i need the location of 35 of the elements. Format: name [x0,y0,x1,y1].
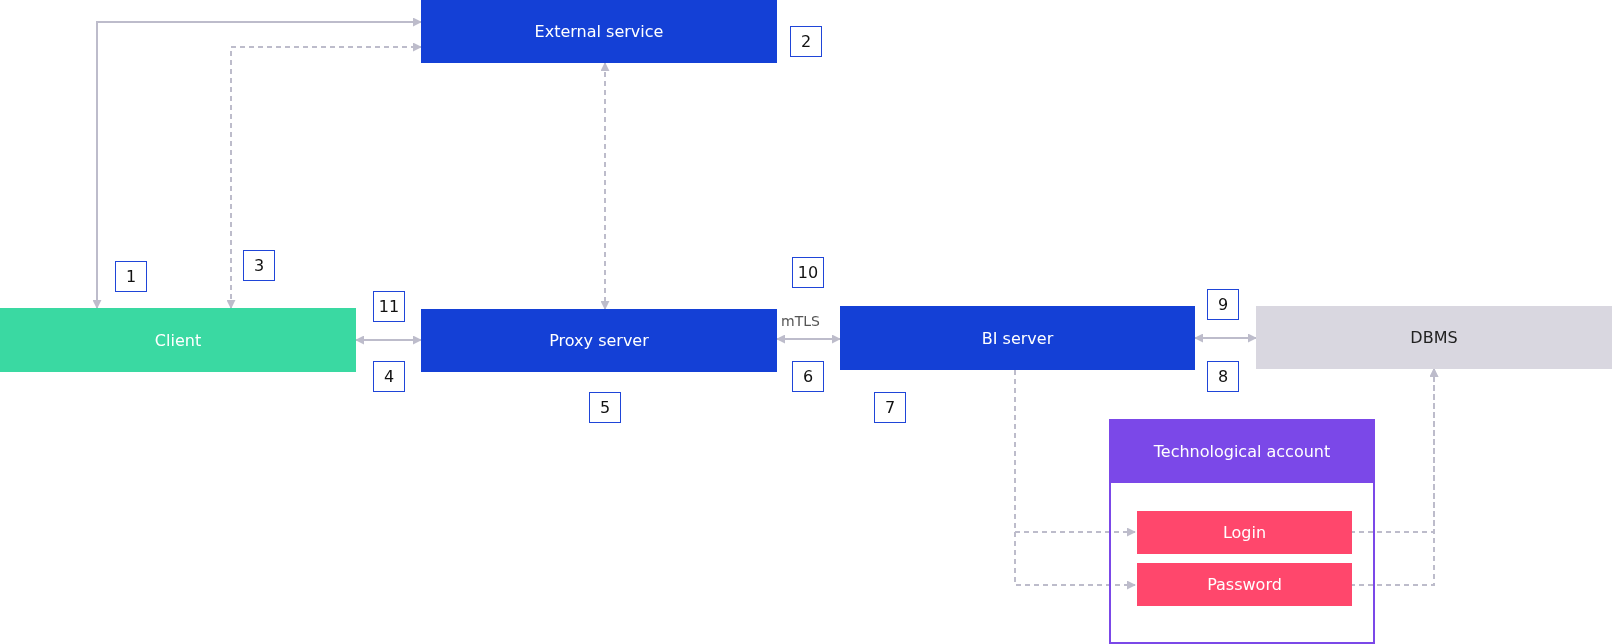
process-box [0,308,356,372]
process-box [1256,306,1612,369]
box-label: Password [1207,575,1282,594]
box-label: External service [534,22,664,41]
box-label: DBMS [1410,328,1458,347]
panel-title: Technological account [1153,441,1331,461]
process-box [1137,511,1352,554]
arrow [355,335,422,345]
callout-number: 4 [373,361,405,392]
callout-number: 2 [790,26,822,57]
callout-number: 5 [589,392,621,423]
callout-number: 9 [1207,289,1239,320]
account-panel [1109,419,1375,644]
box-label: BI server [981,328,1054,348]
process-box [421,309,777,372]
box-label: Proxy server [549,331,649,350]
process-box [421,0,777,63]
callout-number: 11 [373,291,405,322]
callout-number: 7 [874,392,906,423]
edge-label: mTLS [779,313,822,329]
arrow [1194,333,1257,343]
arrow [226,42,422,309]
arrow [92,17,422,309]
arrow [1014,369,1136,590]
arrow [776,334,841,344]
callout-number: 1 [115,261,147,292]
callout-number: 10 [792,257,824,288]
arrow [600,62,610,310]
process-box [1137,563,1352,606]
box-label: Client [154,330,202,350]
callout-number: 6 [792,361,824,392]
box-label: Login [1222,523,1267,542]
process-box [840,306,1195,370]
callout-number: 3 [243,250,275,281]
callout-number: 8 [1207,361,1239,392]
